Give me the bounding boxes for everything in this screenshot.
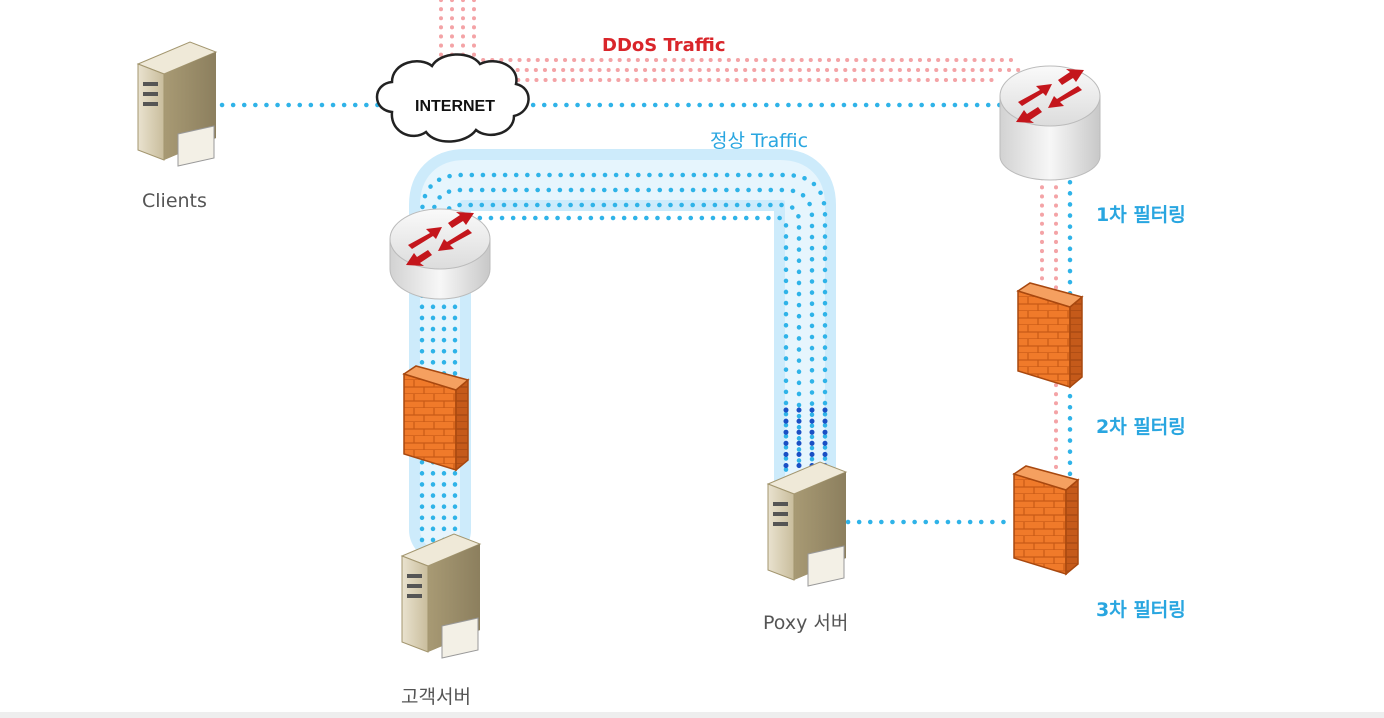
firewall-left <box>402 365 470 472</box>
normal-traffic-dense <box>783 407 828 473</box>
bottom-divider <box>0 712 1384 718</box>
server-proxy <box>766 461 848 587</box>
internet-label: INTERNET <box>415 98 495 115</box>
server-customer <box>400 533 482 659</box>
normal-traffic-lines <box>219 102 1073 543</box>
server-clients <box>136 41 218 167</box>
firewall-1 <box>1016 282 1084 389</box>
clients-label: Clients <box>142 190 207 212</box>
filter-1-label: 1차 필터링 <box>1096 204 1186 226</box>
ddos-traffic-lines <box>439 0 1058 472</box>
normal-traffic-glow-inner <box>420 160 825 550</box>
router-left <box>389 208 491 300</box>
filter-2-label: 2차 필터링 <box>1096 416 1186 438</box>
normal-traffic-glow <box>409 149 836 561</box>
router-top-right <box>999 65 1101 181</box>
ddos-traffic-label: DDoS Traffic <box>602 35 726 56</box>
customer-server-label: 고객서버 <box>401 686 471 708</box>
internet-cloud <box>375 53 530 143</box>
proxy-server-label: Poxy 서버 <box>763 612 849 634</box>
normal-traffic-label: 정상 Traffic <box>710 130 809 152</box>
firewall-2 <box>1012 465 1080 576</box>
filter-3-label: 3차 필터링 <box>1096 599 1186 621</box>
